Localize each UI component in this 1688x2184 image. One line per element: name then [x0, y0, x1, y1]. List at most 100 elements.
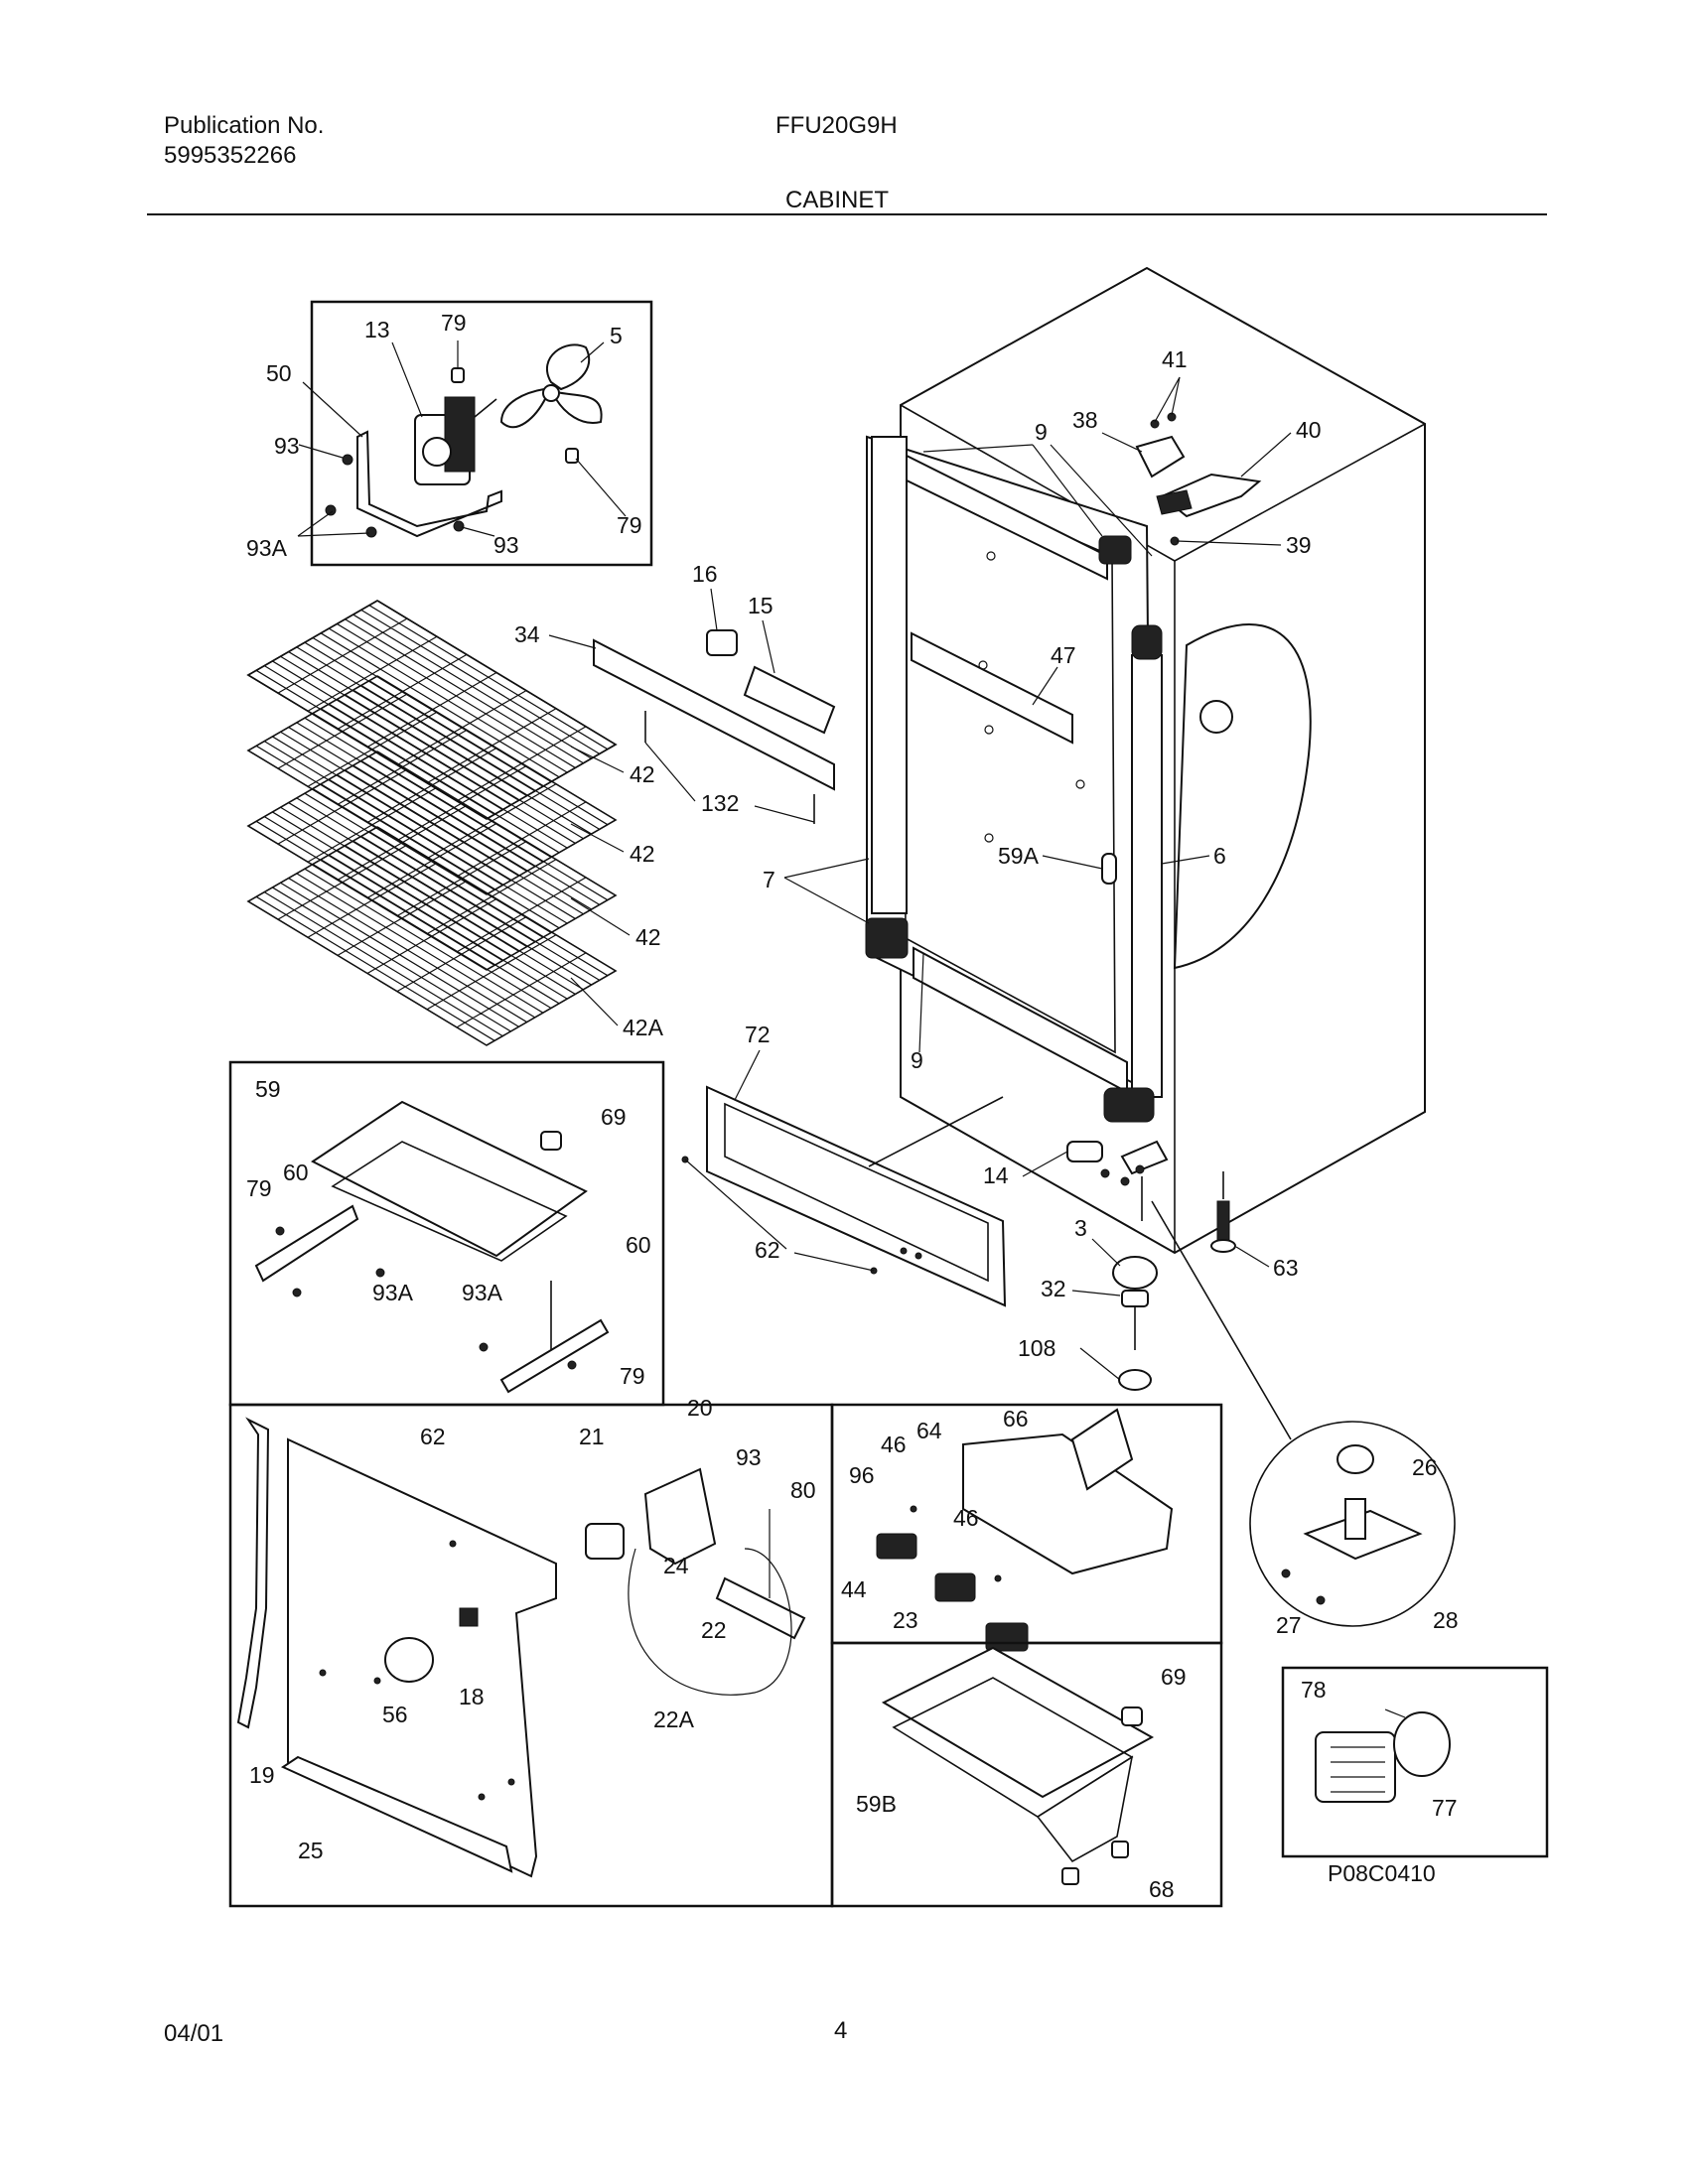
wire-shelves: [246, 600, 618, 1046]
callout-42: 42: [630, 841, 655, 867]
callout-15: 15: [748, 593, 774, 618]
bushing: [1121, 1290, 1149, 1307]
callout-64: 64: [916, 1418, 942, 1443]
trim-strip: [280, 1755, 513, 1873]
callout-69: 69: [1161, 1664, 1187, 1690]
fan-blade: [499, 343, 603, 429]
side-trim: [236, 1417, 270, 1729]
lower-hinge: [1100, 1140, 1169, 1221]
callout-62: 62: [755, 1237, 780, 1263]
publication-number: 5995352266: [164, 142, 297, 169]
callout-108: 108: [1018, 1335, 1055, 1361]
callout-9: 9: [1035, 419, 1048, 445]
callout-79: 79: [617, 512, 642, 538]
callout-22: 22: [701, 1617, 727, 1643]
callout-96: 96: [849, 1462, 875, 1488]
page-number: 4: [834, 2017, 848, 2044]
callout-42: 42: [630, 761, 655, 787]
section-title: CABINET: [785, 187, 890, 213]
callout-59B: 59B: [856, 1791, 897, 1817]
callout-60: 60: [283, 1160, 309, 1185]
door-handle: [706, 1085, 1007, 1307]
callout-24: 24: [663, 1553, 689, 1578]
basket-rail: [499, 1318, 610, 1394]
callout-23: 23: [893, 1607, 918, 1633]
hinge-detail-circle: [1151, 1200, 1456, 1627]
thermostat-bracket: [706, 629, 738, 656]
control-relay: [1070, 1408, 1134, 1491]
callout-18: 18: [459, 1684, 485, 1709]
callout-42: 42: [635, 924, 661, 950]
light-socket: [715, 1576, 806, 1640]
callout-19: 19: [249, 1762, 275, 1788]
callout-72: 72: [745, 1022, 771, 1047]
callout-93: 93: [736, 1444, 762, 1470]
thermostat-bulb: [743, 665, 836, 735]
callout-93A: 93A: [462, 1280, 503, 1305]
shelf-support: [911, 631, 1073, 745]
callout-66: 66: [1003, 1406, 1029, 1432]
callout-labels: 13 79 5 50 93 79 93A 93 41 38 9 40 39 16…: [246, 310, 1459, 1902]
callout-41: 41: [1162, 346, 1188, 372]
switch: [585, 1523, 625, 1560]
door-components: [593, 629, 1007, 1307]
callout-93: 93: [493, 532, 519, 558]
relay-module: [1315, 1731, 1396, 1803]
callout-63: 63: [1273, 1255, 1299, 1281]
callout-132: 132: [701, 790, 739, 816]
callout-14: 14: [983, 1162, 1009, 1188]
callout-78: 78: [1301, 1677, 1327, 1703]
callout-79: 79: [246, 1175, 272, 1201]
basket-rail: [254, 1204, 359, 1283]
callout-5: 5: [610, 323, 623, 348]
callout-40: 40: [1296, 417, 1322, 443]
grommet: [565, 448, 579, 464]
callout-42A: 42A: [623, 1015, 664, 1040]
footer-date: 04/01: [164, 2020, 224, 2047]
callout-69: 69: [601, 1104, 627, 1130]
callout-32: 32: [1041, 1276, 1066, 1301]
callout-9: 9: [911, 1047, 923, 1073]
freezer-cabinet: [865, 266, 1426, 1391]
callout-39: 39: [1286, 532, 1312, 558]
callout-46: 46: [953, 1505, 979, 1531]
callout-21: 21: [579, 1424, 605, 1449]
callout-93: 93: [274, 433, 300, 459]
callout-44: 44: [841, 1576, 867, 1602]
callout-62: 62: [420, 1424, 446, 1449]
gasket-left: [871, 436, 908, 914]
lower-basket-inset: [830, 1641, 1223, 1908]
overload-protector: [1393, 1711, 1451, 1777]
callout-50: 50: [266, 360, 292, 386]
light-lens: [384, 1637, 434, 1683]
callout-3: 3: [1074, 1215, 1087, 1241]
callout-22A: 22A: [653, 1706, 695, 1732]
callout-93A: 93A: [372, 1280, 414, 1305]
callout-93A: 93A: [246, 535, 288, 561]
callout-28: 28: [1433, 1607, 1459, 1633]
washer: [1118, 1369, 1152, 1391]
callout-77: 77: [1432, 1795, 1458, 1821]
leveling-leg: [1216, 1200, 1230, 1244]
callout-38: 38: [1072, 407, 1098, 433]
callout-20: 20: [687, 1395, 713, 1421]
side-hole: [1199, 700, 1233, 734]
callout-26: 26: [1412, 1454, 1438, 1480]
callout-27: 27: [1276, 1612, 1302, 1638]
control-panel-inset: [228, 1403, 834, 1908]
hinge-cap: [1112, 1256, 1158, 1290]
fan-motor: [414, 396, 497, 485]
callout-68: 68: [1149, 1876, 1175, 1902]
callout-25: 25: [298, 1838, 324, 1863]
callout-59A: 59A: [998, 843, 1040, 869]
callout-7: 7: [763, 867, 775, 892]
gasket-right: [1131, 654, 1163, 1098]
callout-60: 60: [626, 1232, 651, 1258]
callout-56: 56: [382, 1702, 408, 1727]
basket-inset: [228, 1060, 665, 1407]
callout-79: 79: [620, 1363, 645, 1389]
relay-inset: [1281, 1666, 1549, 1858]
model-number: FFU20G9H: [775, 112, 898, 139]
air-duct: [593, 638, 835, 791]
